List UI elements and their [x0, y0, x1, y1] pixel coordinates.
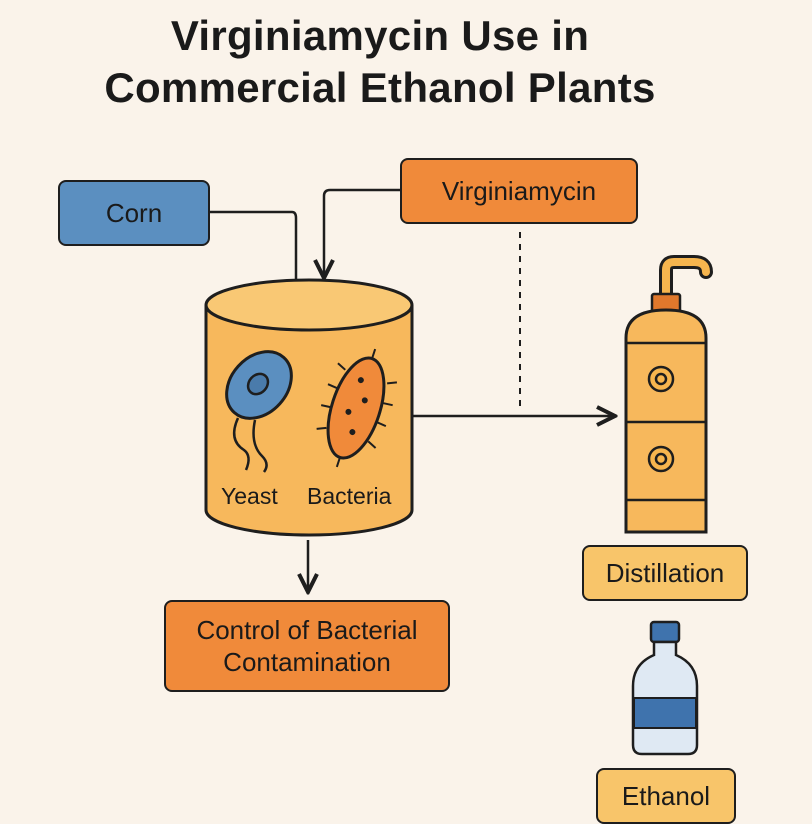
ethanol-label: Ethanol — [621, 781, 711, 811]
corn-box: Corn — [58, 180, 210, 246]
distillation-label: Distillation — [605, 557, 725, 588]
yeast-label: Yeast — [221, 483, 278, 509]
distillation-box: Distillation — [582, 545, 748, 601]
virginiamycin-box: Virginiamycin — [400, 158, 638, 224]
distillation-column-icon — [624, 255, 713, 534]
title-line-2: Commercial Ethanol Plants — [104, 64, 656, 111]
control-label-line-1: Control of Bacterial — [196, 614, 418, 645]
page-title: Virginiamycin Use in Commercial Ethanol … — [0, 10, 760, 114]
corn-label: Corn — [105, 197, 163, 228]
yeast-cell-icon — [225, 350, 293, 473]
bacteria-label: Bacteria — [307, 483, 392, 509]
bacterium-icon — [316, 348, 398, 468]
control-box: Control of Bacterial Contamination — [164, 600, 450, 692]
ethanol-bottle-icon — [631, 620, 699, 756]
corn-to-tank-connector — [210, 210, 298, 298]
control-label-line-2: Contamination — [223, 647, 391, 677]
virginiamycin-to-tank-arrow — [324, 188, 400, 278]
title-line-1: Virginiamycin Use in — [170, 12, 590, 59]
ethanol-box: Ethanol — [596, 768, 736, 824]
virginiamycin-label: Virginiamycin — [441, 175, 597, 206]
